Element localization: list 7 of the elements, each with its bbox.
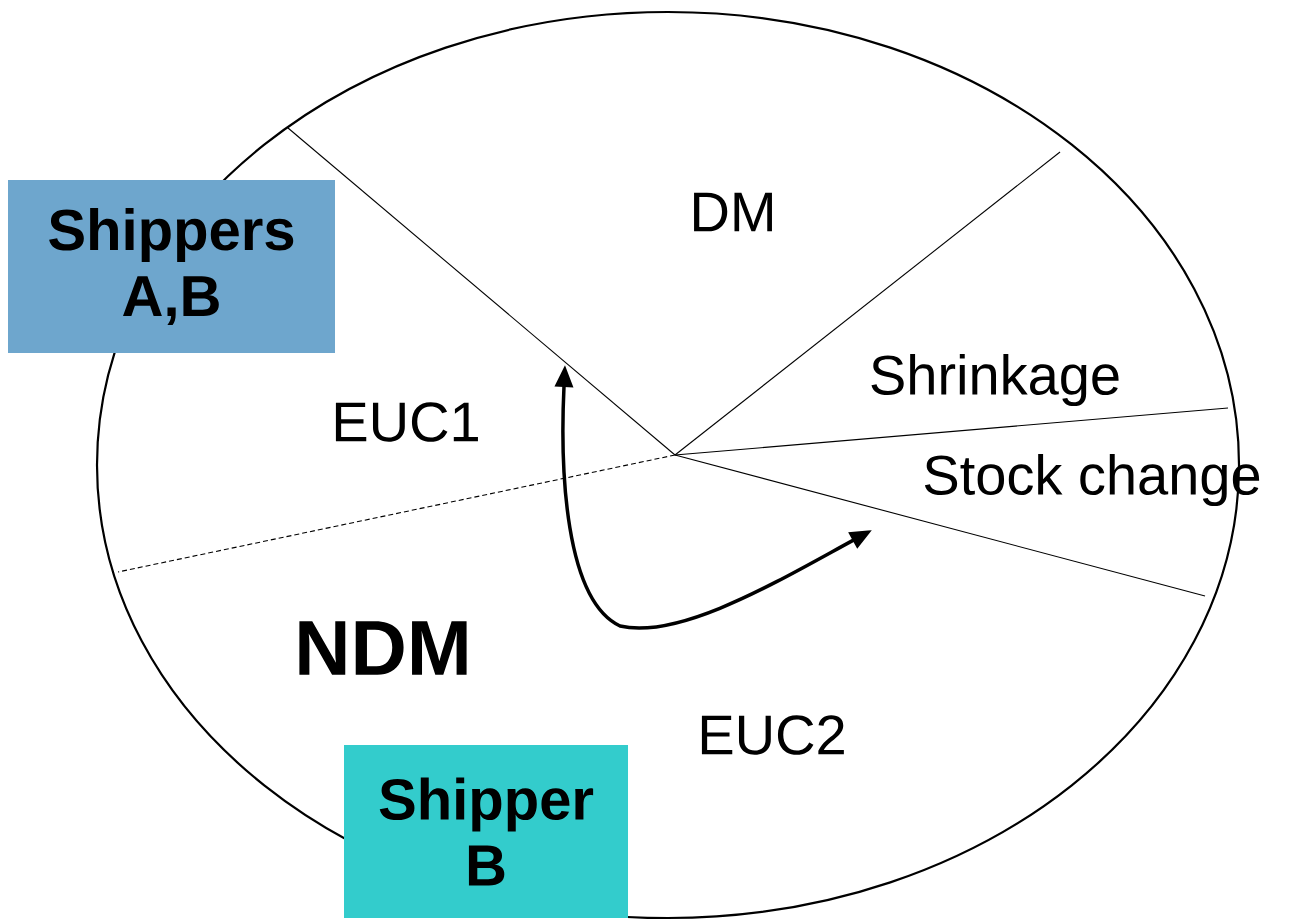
shipper-box: Shipper B	[344, 745, 628, 918]
shipper-box: Shippers A,B	[8, 180, 335, 353]
sector-label: DM	[694, 192, 772, 232]
sector-label: EUC2	[701, 715, 844, 755]
sector-label: Shrinkage	[871, 353, 1119, 407]
sector-label: NDM	[299, 621, 467, 675]
sector-label: EUC1	[335, 402, 478, 442]
